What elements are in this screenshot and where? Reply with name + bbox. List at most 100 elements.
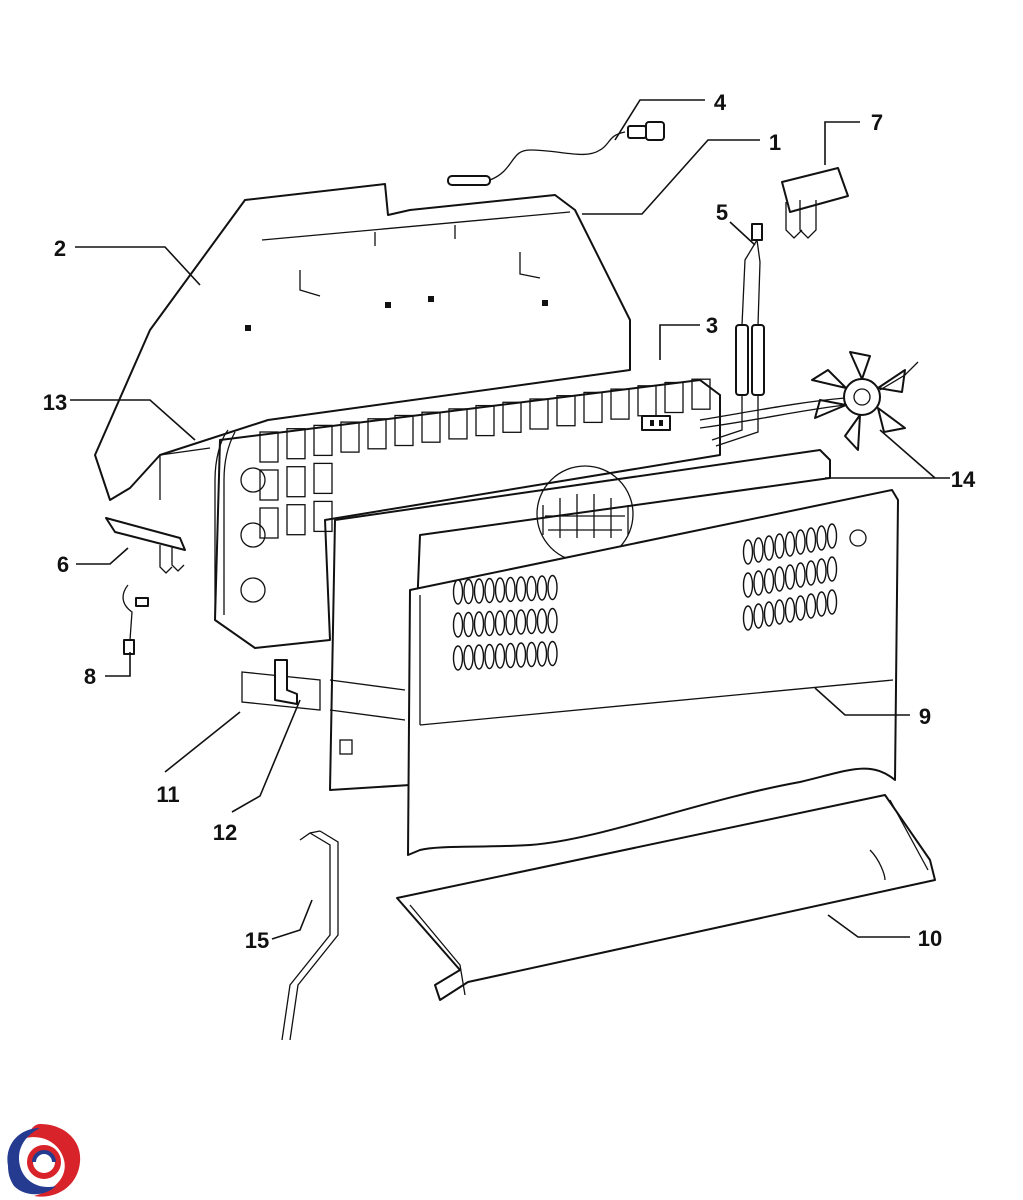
vent-slot bbox=[505, 642, 516, 669]
vent-slot bbox=[826, 523, 838, 549]
part-13-evaporator bbox=[159, 378, 721, 649]
evaporator-fin bbox=[394, 414, 414, 447]
evaporator-fin bbox=[691, 378, 711, 410]
vent-slot bbox=[484, 610, 495, 637]
callout-15: 15 bbox=[245, 928, 269, 953]
callout-11: 11 bbox=[156, 782, 179, 807]
evaporator-fin bbox=[313, 424, 333, 457]
leader-2 bbox=[75, 246, 201, 286]
evaporator-fin bbox=[286, 428, 306, 460]
vent-slot bbox=[784, 564, 796, 590]
vent-slot bbox=[536, 641, 548, 667]
callout-labels: 1 2 3 4 5 6 7 8 9 10 11 12 13 14 15 bbox=[43, 90, 976, 953]
vent-slot bbox=[515, 576, 527, 602]
vent-slot bbox=[774, 599, 785, 625]
evaporator-fin bbox=[583, 391, 603, 424]
vent-slot bbox=[515, 609, 527, 635]
vent-slot bbox=[742, 605, 754, 631]
vent-slot bbox=[763, 535, 775, 561]
callout-5: 5 bbox=[716, 200, 728, 225]
part-10-bottom-tray bbox=[396, 794, 936, 1001]
vent-slot bbox=[774, 566, 785, 592]
callout-7: 7 bbox=[871, 110, 883, 135]
vent-slot bbox=[452, 579, 464, 605]
evaporator-fin bbox=[475, 404, 495, 437]
vent-slot bbox=[484, 643, 495, 670]
vent-slot bbox=[515, 642, 527, 668]
evaporator-fin bbox=[448, 408, 468, 440]
vent-slot bbox=[463, 611, 474, 638]
leader-4 bbox=[614, 99, 705, 141]
leader-8 bbox=[105, 652, 131, 677]
vent-slot bbox=[505, 576, 516, 603]
vent-slot bbox=[463, 578, 474, 605]
vent-slot bbox=[816, 591, 827, 617]
vent-slot bbox=[753, 570, 764, 596]
leader-12 bbox=[231, 699, 301, 813]
callout-2: 2 bbox=[54, 236, 66, 261]
part-8-sensor bbox=[122, 584, 149, 655]
vent-slot bbox=[784, 531, 796, 557]
vent-slot bbox=[805, 560, 817, 586]
evaporator-fin bbox=[259, 469, 279, 501]
callout-3: 3 bbox=[706, 313, 718, 338]
vent-slot bbox=[494, 577, 506, 603]
leader-3 bbox=[659, 324, 700, 360]
leader-1 bbox=[582, 139, 760, 215]
vent-slot bbox=[805, 527, 817, 553]
vent-slot bbox=[473, 611, 485, 637]
leader-9 bbox=[814, 687, 910, 716]
part-12-hook bbox=[274, 659, 298, 705]
vent-slot bbox=[484, 577, 495, 604]
callout-6: 6 bbox=[57, 552, 69, 577]
vent-slot bbox=[494, 610, 506, 636]
leader-6 bbox=[76, 547, 129, 565]
vent-slot bbox=[547, 640, 558, 667]
callout-1: 1 bbox=[769, 130, 781, 155]
leader-5 bbox=[729, 221, 756, 246]
brand-swirl-icon bbox=[7, 1124, 81, 1197]
evaporator-fin bbox=[286, 466, 306, 498]
vent-slot bbox=[505, 609, 516, 636]
leader-11 bbox=[164, 711, 241, 773]
part-5-fuse bbox=[711, 223, 765, 447]
vent-slot bbox=[526, 608, 537, 635]
evaporator-fin bbox=[286, 504, 306, 536]
vent-slot bbox=[805, 593, 817, 619]
vent-slot bbox=[763, 601, 775, 627]
evaporator-fin bbox=[502, 401, 522, 433]
callout-13: 13 bbox=[43, 390, 67, 415]
part-3-connector bbox=[641, 415, 671, 431]
leader-lines bbox=[70, 99, 950, 940]
vent-slot bbox=[526, 575, 537, 602]
vent-slot bbox=[763, 568, 775, 594]
vent-slot bbox=[494, 643, 506, 669]
callout-12: 12 bbox=[213, 820, 237, 845]
callout-9: 9 bbox=[919, 704, 931, 729]
vent-slot bbox=[753, 537, 764, 563]
evaporator-fin bbox=[367, 418, 387, 450]
part-9-front-cover bbox=[407, 489, 899, 856]
evaporator-fin bbox=[421, 411, 441, 443]
vent-slot bbox=[816, 525, 827, 551]
vent-slot bbox=[742, 539, 754, 565]
vent-slot bbox=[536, 575, 548, 601]
vent-slot bbox=[816, 558, 827, 584]
vent-slot bbox=[547, 574, 558, 601]
vent-slot bbox=[536, 608, 548, 634]
part-15-wire-rod bbox=[281, 830, 339, 1041]
evaporator-fin bbox=[664, 381, 684, 414]
callout-4: 4 bbox=[714, 90, 727, 115]
vent-slot bbox=[463, 644, 474, 671]
vent-slot bbox=[784, 597, 796, 623]
evaporator-fin bbox=[340, 421, 360, 453]
callout-8: 8 bbox=[84, 664, 96, 689]
part-7-clip bbox=[781, 167, 849, 239]
vent-slot bbox=[826, 556, 838, 582]
callout-10: 10 bbox=[918, 926, 942, 951]
vent-slot bbox=[452, 645, 464, 671]
vent-slot bbox=[795, 595, 806, 621]
leader-13 bbox=[70, 399, 196, 441]
vent-slot bbox=[795, 562, 806, 588]
